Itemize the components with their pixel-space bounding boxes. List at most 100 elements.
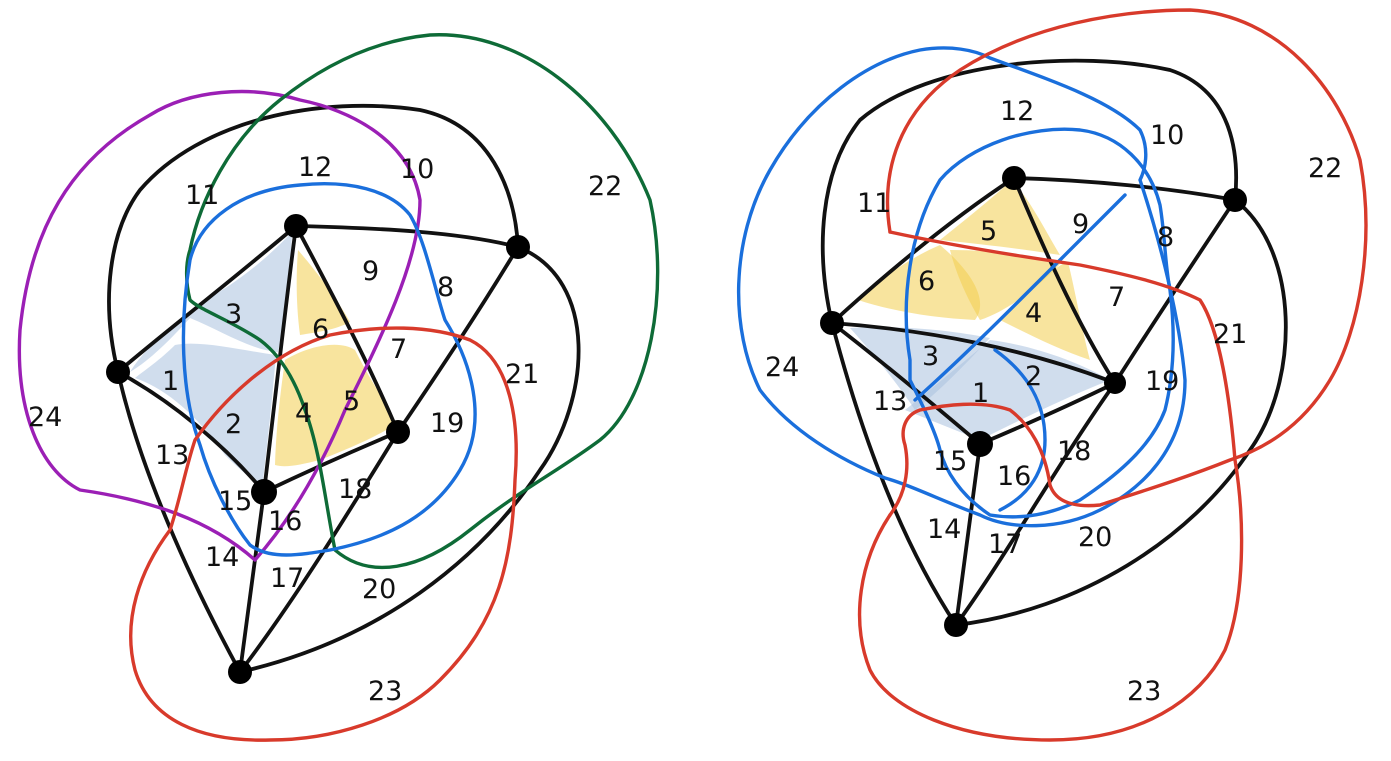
right-yellow-face-6 [858,245,981,320]
right-blue-outer-curve [736,46,1187,528]
right-label: 13 [873,386,907,417]
right-blue-small-curve [993,348,1047,512]
left-label: 24 [28,402,62,433]
right-blue-diagonal-curve [913,193,1127,402]
right-label: 5 [980,216,997,247]
left-label: 15 [218,486,252,517]
right-yellow-region [858,180,1090,360]
right-yellow-face-5 [940,180,1060,255]
left-edge [262,430,400,494]
right-label: 6 [918,266,935,297]
left-yellow-face-4-5 [275,344,395,467]
right-label: 18 [1057,436,1091,467]
left-edge [262,224,298,494]
left-blue-curve [181,182,477,557]
left-labels: 1 2 3 4 5 6 7 8 9 10 11 12 13 14 15 16 1… [28,152,622,707]
left-label: 10 [400,154,434,185]
right-label: 19 [1145,366,1179,397]
right-vertex [967,431,993,457]
right-edge [954,381,1117,627]
right-edge [1012,176,1117,385]
right-vertex [1223,188,1247,212]
left-edge [116,370,266,494]
left-vertex [228,660,252,684]
right-label: 9 [1072,209,1089,240]
right-edge [830,321,982,446]
left-label: 6 [312,314,329,345]
right-label: 24 [765,352,799,383]
left-edge [238,245,581,674]
right-label: 15 [933,446,967,477]
left-edge [116,224,298,374]
right-vertex [944,613,968,637]
left-label: 14 [205,542,239,573]
left-label: 18 [338,474,372,505]
right-edge [1113,198,1237,385]
left-vertex [106,360,130,384]
right-vertex [1002,166,1026,190]
left-label: 8 [437,272,454,303]
left-vertex [386,420,410,444]
left-edge [294,224,400,434]
left-edge [294,224,520,249]
right-graph-edges [820,58,1288,627]
left-vertices [106,214,530,684]
right-edge [830,321,1117,385]
right-yellow-face-4 [1000,262,1090,360]
left-label: 16 [268,506,302,537]
right-blue-inner-curve [904,127,1175,519]
right-vertices [820,166,1247,637]
left-label: 22 [588,171,622,202]
left-red-curve [129,326,518,742]
right-label: 2 [1025,361,1042,392]
left-label: 19 [430,408,464,439]
left-label: 11 [185,180,219,211]
right-edge [830,321,958,627]
left-edge [238,430,400,674]
left-edge [107,103,520,374]
left-label: 12 [298,152,332,183]
right-label: 20 [1078,522,1112,553]
left-label: 3 [225,299,242,330]
left-label: 17 [270,563,304,594]
right-labels: 1 2 3 4 5 6 7 8 9 10 11 12 13 14 15 16 1… [765,96,1342,707]
left-blue-face-2 [135,343,276,488]
right-edge [954,442,982,627]
left-vertex [506,235,530,259]
right-label: 22 [1308,153,1342,184]
right-label: 7 [1108,282,1125,313]
left-vertex [251,479,277,505]
left-yellow-face-6 [296,250,350,335]
right-label: 8 [1157,222,1174,253]
left-label: 7 [390,334,407,365]
right-label: 23 [1127,676,1161,707]
left-diagram: 1 2 3 4 5 6 7 8 9 10 11 12 13 14 15 16 1… [17,33,660,742]
left-green-curve [184,33,660,570]
right-red-curve-lower [857,230,1244,742]
left-blue-face-1-3 [130,232,292,372]
right-label: 16 [997,461,1031,492]
right-label: 21 [1213,319,1247,350]
left-label: 5 [343,386,360,417]
right-diagram: 1 2 3 4 5 6 7 8 9 10 11 12 13 14 15 16 1… [736,8,1368,742]
left-label: 20 [362,574,396,605]
right-label: 10 [1150,120,1184,151]
left-label: 1 [162,366,179,397]
right-edge [830,176,1016,325]
left-label: 23 [368,676,402,707]
right-vertex [820,311,844,335]
right-label: 4 [1025,298,1042,329]
right-red-curve-upper [885,8,1368,517]
right-label: 14 [927,514,961,545]
left-label: 13 [155,440,189,471]
right-label: 11 [857,188,891,219]
right-label: 1 [972,378,989,409]
right-edge [1012,176,1237,202]
right-yellow-face-center [950,250,1062,320]
right-label: 3 [922,341,939,372]
left-purple-curve [17,89,422,562]
left-edge [396,245,520,434]
left-label: 9 [362,256,379,287]
